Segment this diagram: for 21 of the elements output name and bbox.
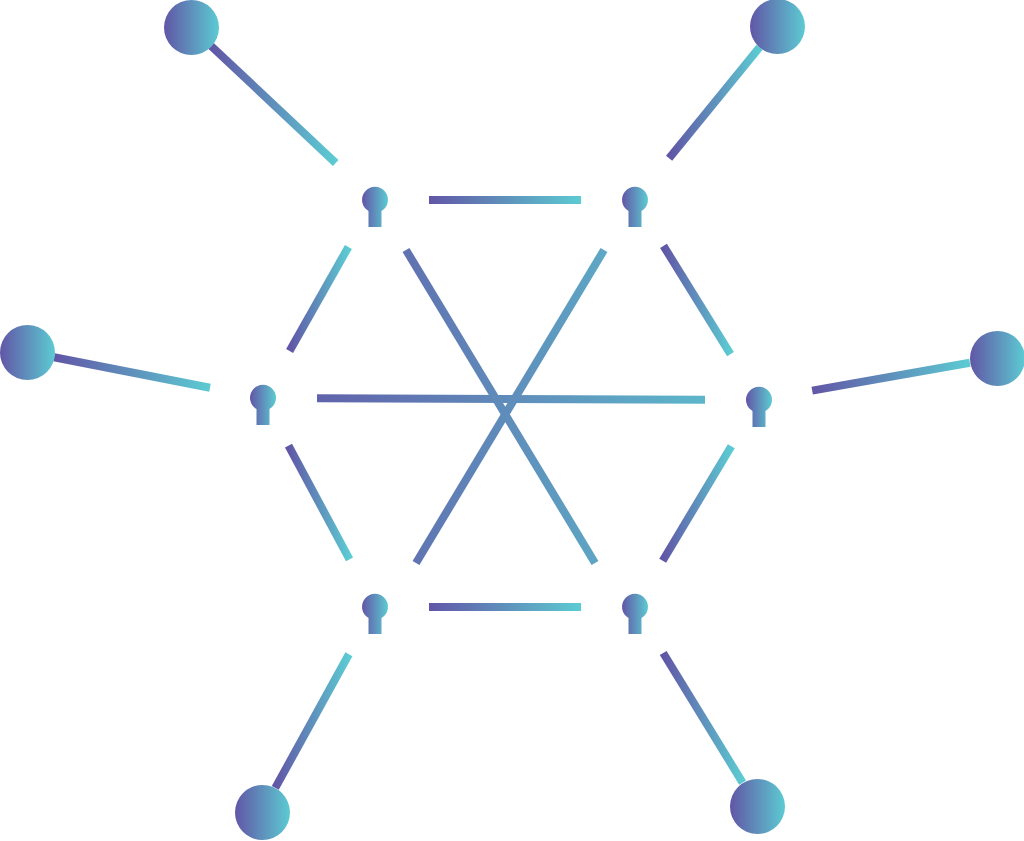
keyhole-icon [250, 385, 276, 425]
connector-line [429, 603, 581, 611]
connector-line [53, 353, 211, 392]
connector-line [429, 196, 581, 204]
connector-line [271, 652, 353, 790]
connector-line [284, 443, 354, 562]
keyhole-icon [362, 187, 388, 227]
node-circle [234, 784, 290, 840]
node-circle [729, 778, 785, 834]
connector-line [666, 44, 763, 161]
connector-line [317, 394, 705, 404]
keyhole-icon [746, 387, 772, 427]
keyhole-icon [362, 594, 388, 634]
connector-line [811, 358, 971, 395]
connector-line [659, 444, 735, 563]
connector-line [660, 243, 734, 357]
connector-line [659, 650, 746, 785]
keyhole-icon [622, 187, 648, 227]
connector-line [286, 245, 352, 353]
keyhole-icon [622, 594, 648, 634]
connector-line [208, 42, 339, 166]
